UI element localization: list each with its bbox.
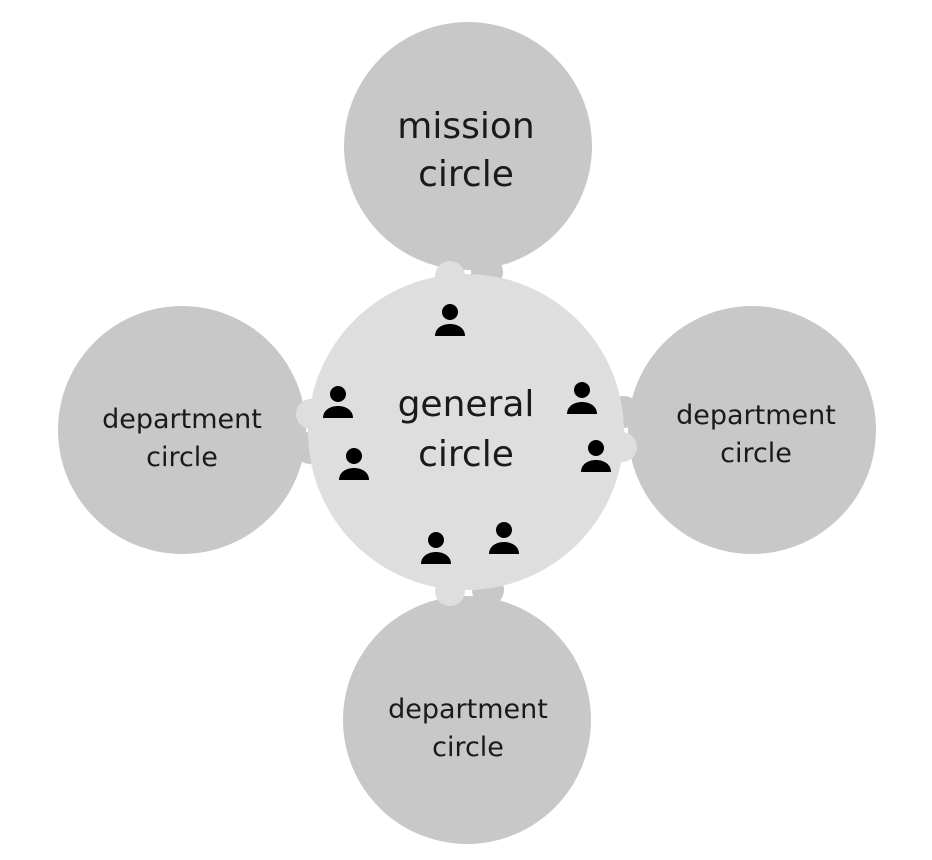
general-circle [296,261,637,606]
mission-circle-label-line1: mission [397,106,534,147]
general-circle-label-line1: general [398,384,535,425]
department-bottom-label-line2: circle [432,732,504,763]
department-right-label-line2: circle [720,438,792,469]
department-right-label-line1: department [676,400,836,431]
mission-circle-label-line2: circle [418,154,514,195]
department-left-label-line2: circle [146,442,218,473]
department-bottom-label-line1: department [388,694,548,725]
department-left-label-line1: department [102,404,262,435]
general-circle-label-line2: circle [418,434,514,475]
